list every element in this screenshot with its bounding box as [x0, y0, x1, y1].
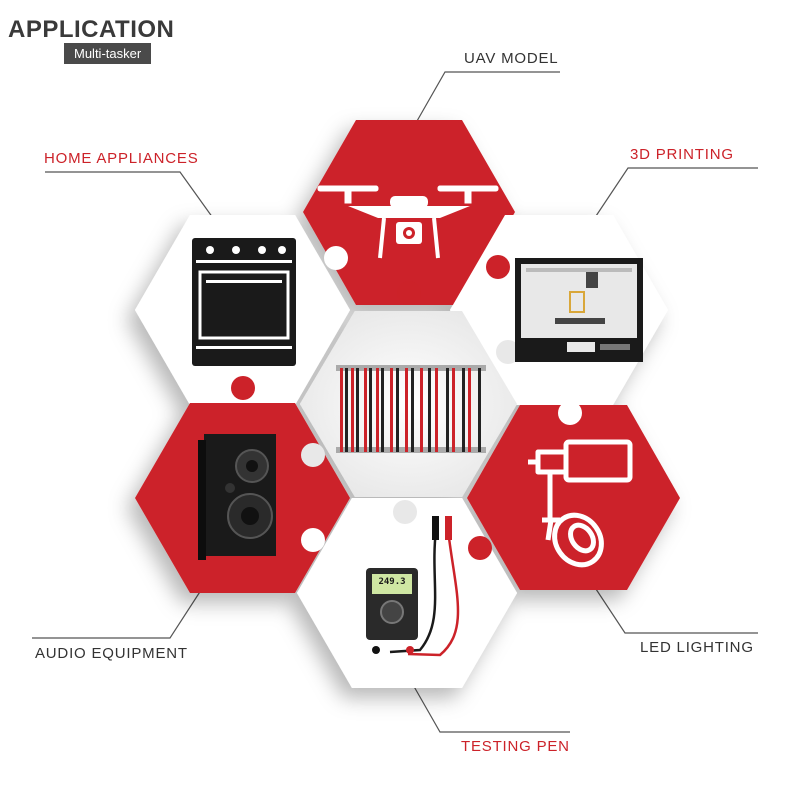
puzzle-knobs — [231, 246, 582, 560]
hex-led — [467, 405, 680, 590]
label-testing-pen: TESTING PEN — [461, 738, 570, 755]
label-audio-equipment: AUDIO EQUIPMENT — [35, 645, 188, 662]
knob-center-bottom — [393, 500, 417, 524]
multimeter-reading: 249.3 — [378, 577, 406, 587]
label-uav-model: UAV MODEL — [464, 50, 559, 67]
leader-line-uav — [412, 71, 560, 129]
speaker-icon — [198, 434, 276, 560]
spotlight-icon — [528, 439, 633, 568]
label-led-lighting: LED LIGHTING — [640, 639, 754, 656]
knob-home-1 — [324, 246, 348, 270]
knob-home-2 — [301, 338, 325, 362]
leader-line-testing — [407, 675, 570, 733]
knob-uav-right — [486, 255, 510, 279]
knob-led-left — [468, 536, 492, 560]
knob-audio-top — [231, 376, 255, 400]
leader-line-led — [589, 579, 758, 634]
multimeter-icon — [366, 516, 460, 657]
wire-strands — [340, 368, 481, 452]
label-3d-printing: 3D PRINTING — [630, 146, 734, 163]
leader-line-3d — [591, 167, 758, 223]
knob-center-right — [496, 340, 520, 364]
leader-line-home — [45, 171, 219, 226]
knob-center-left — [301, 443, 325, 467]
knob-3d-bottom — [558, 401, 582, 425]
leader-line-audio — [32, 583, 206, 639]
wire-bundle-icon — [336, 365, 486, 453]
oven-icon — [192, 238, 296, 366]
page-subtitle: Multi-tasker — [64, 43, 152, 64]
page-title: APPLICATION — [8, 16, 175, 43]
leader-lines — [32, 71, 758, 733]
knob-testing-left — [301, 528, 325, 552]
header: APPLICATION Multi-tasker — [8, 16, 175, 64]
knob-uav — [397, 281, 421, 305]
label-home-appliances: HOME APPLIANCES — [44, 150, 199, 167]
3d-printer-icon — [515, 258, 643, 362]
drone-icon — [317, 185, 499, 259]
